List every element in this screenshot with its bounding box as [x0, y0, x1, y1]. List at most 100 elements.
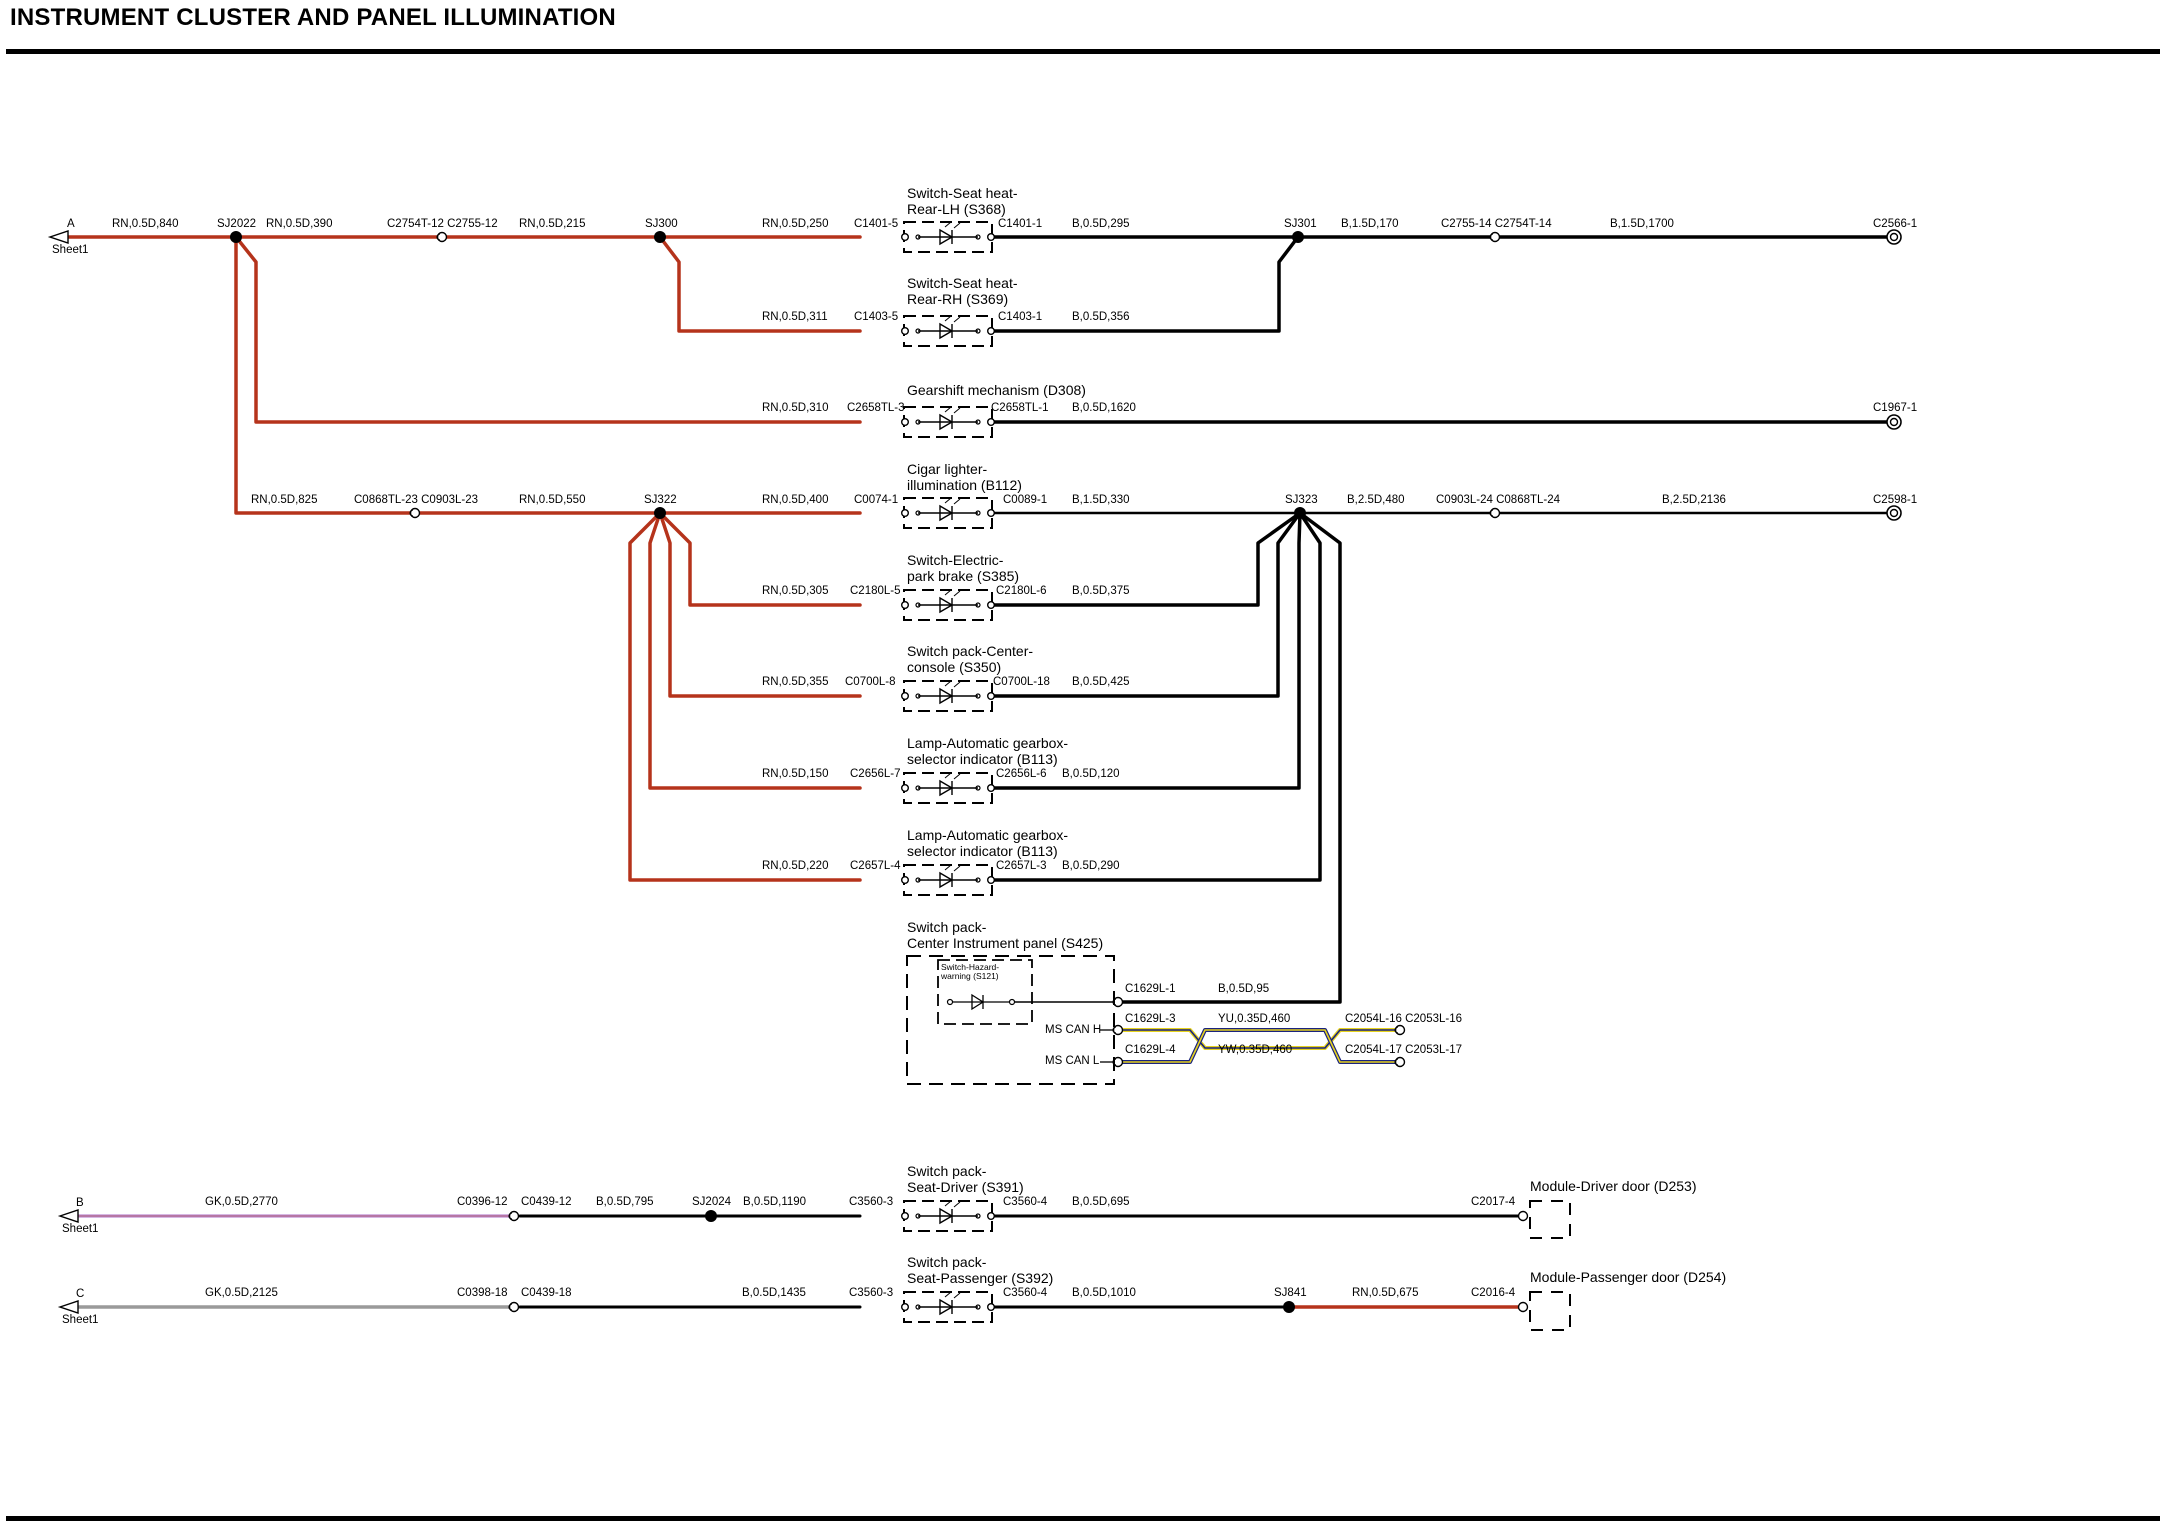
inline-connector-icon [508, 1210, 520, 1222]
component-name-line2: illumination (B112) [907, 477, 1022, 493]
wire-label: RN,0.5D,310 [762, 402, 828, 414]
component-d308[interactable]: Gearshift mechanism (D308) C2658TL-3 C26… [847, 382, 1086, 438]
sheet-ref-label: Sheet1 [62, 1314, 98, 1326]
sheet-ref-c[interactable]: C Sheet1 [59, 1288, 98, 1326]
switch-symbol-icon [900, 680, 996, 712]
connector-left: C3560-3 [849, 1287, 893, 1299]
sheet-ref-b[interactable]: B Sheet1 [59, 1197, 98, 1235]
module-passenger-door[interactable]: Module-Passenger door (D254) C2016-4 [1471, 1269, 1726, 1331]
wire-s425-1 [1116, 511, 1342, 1004]
wire-label: RN,0.5D,150 [762, 768, 828, 780]
switch-symbol-icon [900, 1200, 996, 1232]
component-s385[interactable]: Switch-Electric- park brake (S385) C2180… [850, 552, 1047, 621]
wire-label: YW,0.35D,460 [1218, 1044, 1292, 1056]
component-s369[interactable]: Switch-Seat heat- Rear-RH (S369) C1403-5… [854, 275, 1042, 347]
switch-symbol-icon [900, 589, 996, 621]
wire-label: B,0.5D,1190 [743, 1196, 806, 1208]
connector-right: C2656L-6 [996, 768, 1047, 780]
wire-h-right [989, 511, 1322, 882]
wire-label: RN,0.5D,220 [762, 860, 828, 872]
component-name-line1: Switch-Seat heat- [907, 185, 1018, 201]
wire-label: RN,0.5D,355 [762, 676, 828, 688]
component-s392[interactable]: Switch pack- Seat-Passenger (S392) C3560… [849, 1254, 1053, 1323]
inline-connector-icon [436, 231, 448, 243]
module-connector: C2016-4 [1471, 1287, 1516, 1299]
s425-conn-3: C1629L-3 [1125, 1013, 1176, 1025]
component-name-line2: console (S350) [907, 659, 1001, 675]
sheet-ref-label: Sheet1 [52, 244, 88, 256]
connector-right: C2658TL-1 [991, 402, 1049, 414]
s121-name-line2: warning (S121) [940, 971, 999, 981]
connector-label: C0439-18 [521, 1287, 572, 1299]
wire-label: GK,0.5D,2770 [205, 1196, 278, 1208]
component-b113-b[interactable]: Lamp-Automatic gearbox- selector indicat… [850, 827, 1068, 896]
sheet-arrow-icon [59, 1300, 79, 1314]
wire-label: B,1.5D,170 [1341, 218, 1399, 230]
sheet-ref-letter: C [76, 1288, 84, 1300]
connector-label: C2566-1 [1873, 218, 1917, 230]
wire-label: B,0.5D,375 [1072, 585, 1130, 597]
inline-connector-icon [1489, 507, 1501, 519]
wire-can-l-yellow [1117, 1029, 1396, 1063]
switch-symbol-icon [900, 406, 996, 438]
wire-labels: RN,0.5D,840 RN,0.5D,390 RN,0.5D,215 RN,0… [112, 218, 1726, 1299]
wire-b-right [989, 235, 1300, 333]
wire-label: B,0.5D,1010 [1072, 1287, 1136, 1299]
inline-connector-labels: C2754T-12 C2755-12 C2755-14 C2754T-14 C2… [354, 218, 1917, 1299]
wire-label: RN,0.5D,825 [251, 494, 317, 506]
connector-left: C3560-3 [849, 1196, 893, 1208]
sheet-ref-letter: B [76, 1197, 84, 1209]
splice-sj322-dot [654, 507, 666, 519]
wire-label: B,1.5D,330 [1072, 494, 1130, 506]
splice-label: SJ2024 [692, 1196, 732, 1208]
diagram-title: INSTRUMENT CLUSTER AND PANEL ILLUMINATIO… [10, 4, 616, 31]
s425-name-line2: Center Instrument panel (S425) [907, 935, 1103, 951]
component-b113-a[interactable]: Lamp-Automatic gearbox- selector indicat… [850, 735, 1068, 804]
module-label: Module-Passenger door (D254) [1530, 1269, 1726, 1285]
wire-label: RN,0.5D,550 [519, 494, 585, 506]
connector-label: C0868TL-23 C0903L-23 [354, 494, 478, 506]
connector-right: C0700L-18 [993, 676, 1050, 688]
component-name-line2: park brake (S385) [907, 568, 1019, 584]
component-name-line1: Cigar lighter- [907, 461, 987, 477]
splice-label: SJ2022 [217, 218, 256, 230]
splice-sj2024-dot [705, 1210, 717, 1222]
wire-label: YU,0.35D,460 [1218, 1013, 1290, 1025]
wire-e-left [658, 511, 862, 607]
wire-label: RN,0.5D,305 [762, 585, 828, 597]
switch-symbol-icon [900, 864, 996, 896]
component-b112[interactable]: Cigar lighter- illumination (B112) C0074… [854, 461, 1047, 529]
component-s368[interactable]: Switch-Seat heat- Rear-LH (S368) C1401-5… [854, 185, 1042, 253]
can-h-end-connectors: C2054L-16 C2053L-16 [1345, 1013, 1462, 1025]
sheet-ref-a[interactable]: A Sheet1 [49, 218, 88, 256]
wire-label: B,0.5D,695 [1072, 1196, 1130, 1208]
component-name-line1: Gearshift mechanism (D308) [907, 382, 1086, 398]
wire-label: RN,0.5D,675 [1352, 1287, 1418, 1299]
component-name-line1: Lamp-Automatic gearbox- [907, 735, 1068, 751]
led-icon [971, 993, 985, 1011]
inline-connector-icon [1394, 1056, 1406, 1068]
connector-right: C0089-1 [1003, 494, 1047, 506]
component-s391[interactable]: Switch pack- Seat-Driver (S391) C3560-3 … [849, 1163, 1048, 1232]
splice-label: SJ841 [1274, 1287, 1307, 1299]
wire-label: B,1.5D,1700 [1610, 218, 1674, 230]
component-s350[interactable]: Switch pack-Center- console (S350) C0700… [845, 643, 1050, 712]
connector-left: C0700L-8 [845, 676, 896, 688]
connector-label: C2598-1 [1873, 494, 1917, 506]
wire-label: B,0.5D,295 [1072, 218, 1130, 230]
splice-sj300-dot [654, 231, 666, 243]
splice-labels: SJ2022 SJ300 SJ301 SJ322 SJ323 SJ2024 SJ… [217, 218, 1318, 1299]
sheet-ref-letter: A [67, 218, 75, 230]
switch-symbol-icon [900, 497, 996, 529]
inline-connector-icon [409, 507, 421, 519]
connector-label: C2755-14 C2754T-14 [1441, 218, 1552, 230]
component-name-line1: Switch pack- [907, 1254, 987, 1270]
inline-connector-icon [1394, 1024, 1406, 1036]
component-s425[interactable]: Switch pack- Center Instrument panel (S4… [906, 919, 1462, 1085]
wire-label: B,0.5D,425 [1072, 676, 1130, 688]
wire-f-right [989, 511, 1302, 698]
module-driver-door[interactable]: Module-Driver door (D253) C2017-4 [1471, 1178, 1697, 1239]
s121-outline [937, 959, 1033, 1025]
connector-right: C1401-1 [998, 218, 1042, 230]
